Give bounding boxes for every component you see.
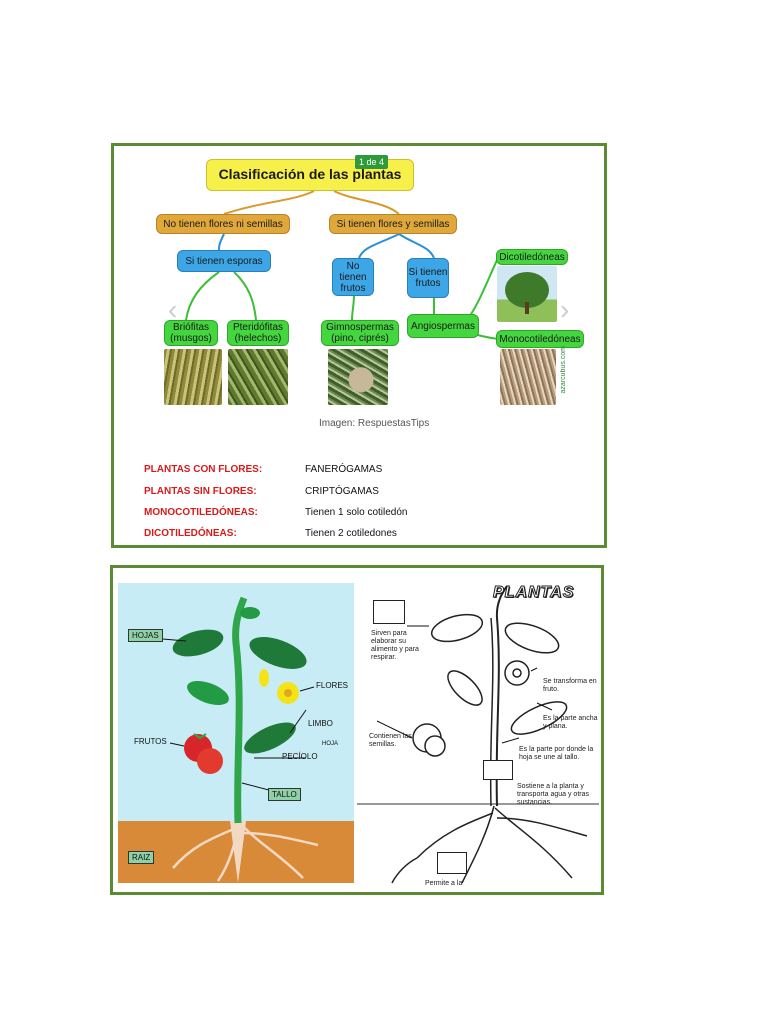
def-value-1: FANERÓGAMAS [305,464,383,475]
node-no-fruits: No tienen frutos [332,258,374,296]
node-gimnospermas: Gimnospermas (pino, ciprés) [321,320,399,346]
node-briofitas: Briófitas (musgos) [164,320,218,346]
note-petiole: Es la parte por donde la hoja se une al … [519,746,594,762]
watermark: azarcubus.com [560,346,567,394]
fern-photo [228,349,288,405]
blank-box-root[interactable] [437,852,467,874]
worksheet-illustration [357,585,599,884]
def-term-1: PLANTAS CON FLORES: [144,464,263,475]
label-limbo: LIMBO [308,719,333,728]
note-root: Permite a la [425,880,463,887]
node-monocotiledoneas: Monocotiledóneas [496,330,584,348]
label-tallo: TALLO [268,788,301,801]
label-peciolo: PECÍOLO [282,752,318,761]
moss-photo [164,349,222,405]
label-flores: FLORES [316,681,349,690]
plant-worksheet: PLANTAS Sirven para elaborar su alimento… [357,578,599,888]
def-value-4: Tienen 2 cotiledones [305,528,397,539]
label-frutos: FRUTOS [134,737,167,746]
plant-parts-card: HOJAS FLORES LIMBO HOJA FRUTOS PECÍOLO T… [110,565,604,895]
worksheet-title: PLANTAS [492,584,575,602]
image-credit: Imagen: RespuestasTips [319,418,430,429]
node-dicotiledoneas: Dicotiledóneas [496,249,568,265]
node-yes-flowers: Si tienen flores y semillas [329,214,457,234]
def-term-2: PLANTAS SIN FLORES: [144,486,257,497]
label-hoja: HOJA [322,741,339,747]
def-term-4: DICOTILEDÓNEAS: [144,528,237,539]
chevron-right-icon[interactable]: › [560,294,570,325]
note-seeds: Contienen las semillas. [369,733,412,749]
plant-illustration [118,583,354,883]
node-no-flowers: No tienen flores ni semillas [156,214,290,234]
node-pteridofitas: Pteridófitas (helechos) [227,320,289,346]
node-angiospermas: Angiospermas [407,314,479,338]
def-term-3: MONOCOTILEDÓNEAS: [144,507,258,518]
note-limbo: Es la parte ancha y plana. [543,715,598,731]
chevron-left-icon[interactable]: ‹ [168,294,178,325]
grass-photo [500,349,556,405]
pine-photo [328,349,388,405]
def-value-3: Tienen 1 solo cotiledón [305,507,408,518]
blank-box-leaves[interactable] [373,600,405,624]
note-leaves: Sirven para elaborar su alimento y para … [371,630,419,662]
note-flower: Se transforma en fruto. [543,678,597,694]
node-yes-fruits: Si tienen frutos [407,258,449,298]
tree-photo [497,266,557,322]
def-value-2: CRIPTÓGAMAS [305,486,379,497]
slide-counter: 1 de 4 [355,155,389,169]
note-stem: Sostiene a la planta y transporta agua y… [517,783,589,807]
tree-icon [505,272,549,314]
colored-plant-diagram: HOJAS FLORES LIMBO HOJA FRUTOS PECÍOLO T… [118,583,354,883]
blank-box-stem[interactable] [483,760,513,780]
node-spores: Si tienen esporas [177,250,271,272]
label-hojas: HOJAS [128,629,163,642]
classification-card: Clasificación de las plantas 1 de 4 No t… [111,143,607,548]
label-raiz: RAIZ [128,851,155,864]
